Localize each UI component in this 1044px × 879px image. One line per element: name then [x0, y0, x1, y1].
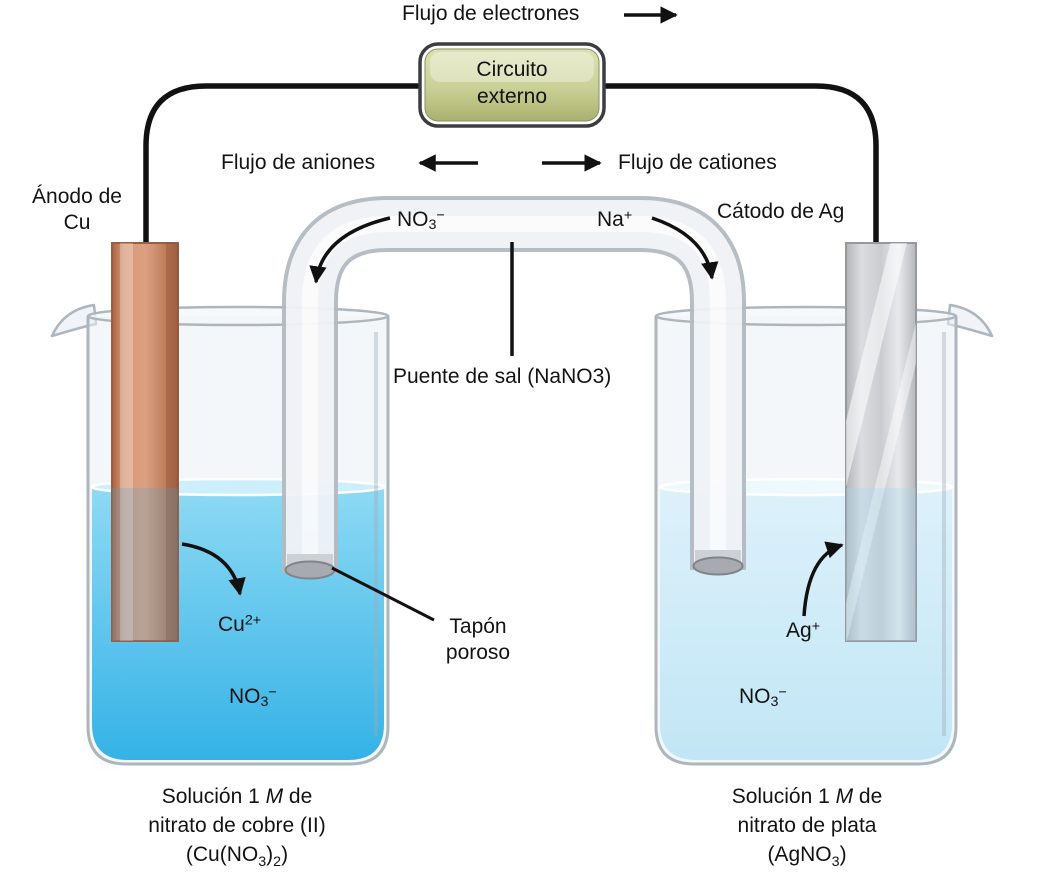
electron-flow-label: Flujo de electrones	[402, 2, 580, 25]
cation-flow-label: Flujo de cationes	[618, 151, 777, 174]
right-wire	[605, 83, 879, 252]
porous-plug-label: Tapón poroso	[428, 614, 528, 665]
left-solution-caption: Solución 1 M de nitrato de cobre (II) (C…	[87, 782, 387, 877]
silver-ion-label: Ag+	[786, 618, 821, 642]
nitrate-migration-arrow	[309, 216, 391, 284]
left-caption-line2: nitrato de cobre (II)	[148, 814, 326, 837]
porous-plug-pointer-line	[331, 566, 435, 622]
right-caption-line1: Solución 1 M de	[731, 785, 883, 808]
external-circuit-line2: externo	[476, 85, 548, 108]
nitrate-left-label: NO3−	[229, 684, 277, 711]
left-porous-plug	[284, 554, 336, 580]
sodium-migration-arrow	[651, 216, 719, 280]
external-circuit-line1: Circuito	[476, 58, 548, 81]
anode-line1: Ánodo de	[32, 185, 122, 208]
copper-ion-label: Cu2+	[218, 612, 262, 636]
copper-electrode	[111, 242, 179, 642]
right-solution-caption: Solución 1 M de nitrato de plata (AgNO3)	[657, 782, 957, 877]
left-wire	[143, 83, 419, 252]
nitrate-bridge-label: NO3−	[397, 207, 445, 234]
external-circuit-box	[418, 42, 606, 128]
sodium-bridge-label: Na+	[597, 207, 633, 231]
salt-bridge-label: Puente de sal (NaNO3)	[393, 365, 612, 388]
anode-label: Ánodo de Cu	[20, 184, 134, 235]
porous-plug-line2: poroso	[445, 640, 511, 664]
copper-dissolution-arrow	[181, 542, 246, 596]
anode-line2: Cu	[63, 210, 91, 234]
left-caption-line1: Solución 1 M de	[161, 785, 313, 808]
left-caption-line3: (Cu(NO3)2)	[185, 843, 289, 871]
silver-electrode	[845, 242, 917, 642]
silver-submerged-tint	[846, 488, 916, 641]
right-caption-line3: (AgNO3)	[767, 843, 847, 871]
anion-flow-label: Flujo de aniones	[221, 151, 376, 174]
porous-plug-line1: Tapón	[449, 615, 507, 638]
nitrate-right-label: NO3−	[739, 684, 787, 711]
silver-deposition-arrow	[802, 541, 844, 617]
cathode-label: Cátodo de Ag	[717, 200, 845, 223]
right-caption-line2: nitrato de plata	[737, 814, 877, 837]
copper-submerged-tint	[112, 488, 178, 641]
external-circuit-label: Circuito externo	[420, 56, 604, 110]
right-porous-plug	[692, 550, 744, 576]
